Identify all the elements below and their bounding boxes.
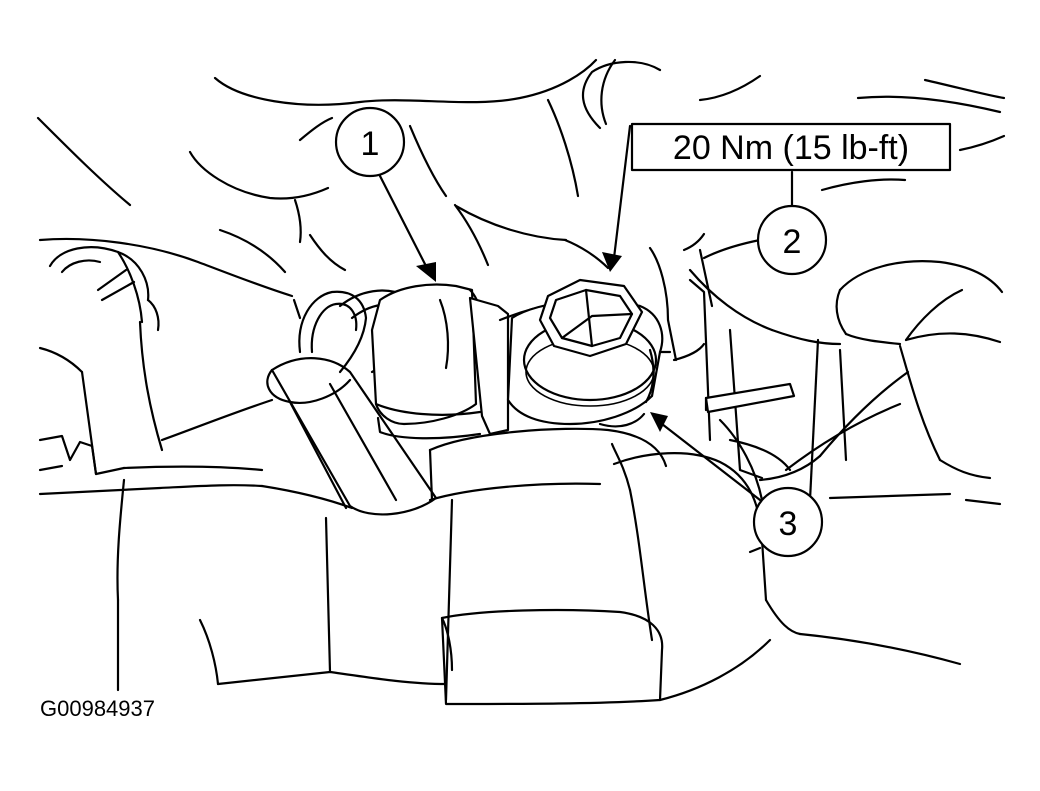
torque-spec-leader: [612, 124, 632, 260]
callout-2: 2: [756, 170, 828, 276]
callout-2-number: 2: [783, 223, 802, 261]
callout-1-leader: [378, 174, 430, 272]
mounting-bolt: [506, 278, 672, 428]
background-contours: [36, 58, 1006, 298]
figure-id: G00984937: [40, 696, 155, 721]
callout-1-arrowhead: [416, 262, 436, 282]
right-components: [648, 232, 1004, 506]
torque-spec-text: 20 Nm (15 lb-ft): [673, 129, 909, 167]
callout-3-leader: [660, 422, 762, 502]
torque-spec-label: 20 Nm (15 lb-ft): [602, 122, 952, 272]
callout-3: 3: [650, 412, 824, 558]
sensor-harness: [266, 289, 438, 516]
torque-spec-arrowhead: [602, 252, 622, 272]
callout-1-number: 1: [361, 125, 380, 163]
callout-3-arrowhead: [650, 412, 668, 432]
torque-spec-box: [630, 122, 952, 172]
housing-assembly: [116, 427, 962, 706]
callout-1: 1: [334, 106, 436, 282]
callout-3-number: 3: [779, 505, 798, 543]
sensor-body: [370, 283, 602, 440]
left-bracket: [38, 246, 274, 496]
